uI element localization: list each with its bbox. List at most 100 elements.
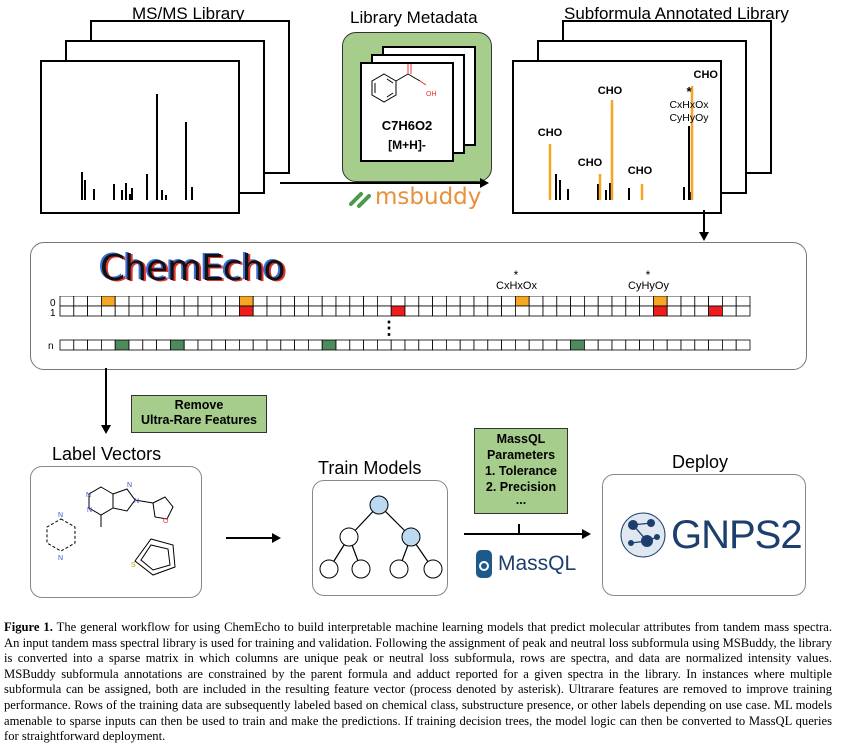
matrix-cell (349, 339, 364, 351)
library-metadata-title: Library Metadata (350, 8, 478, 27)
gnps2-text: GNPS2 (671, 513, 803, 557)
matrix-cell (87, 339, 102, 351)
matrix-cell (404, 305, 420, 317)
matrix-cell (501, 339, 516, 351)
matrix-cell (59, 305, 75, 317)
matrix-cell (597, 296, 613, 307)
matrix-cell (73, 339, 89, 351)
matrix-cell (418, 296, 433, 307)
matrix-cell (473, 296, 489, 307)
matrix-cell (445, 296, 461, 307)
row-label-1: 1 (50, 308, 56, 319)
matrix-cell (514, 339, 530, 351)
matrix-cell (280, 296, 296, 307)
matrix-cell (487, 305, 502, 317)
matrix-cell (156, 305, 171, 317)
massql-param-line5: ... (515, 493, 527, 507)
matrix-cell (597, 305, 613, 317)
svg-text:N: N (58, 512, 63, 519)
matrix-cell (735, 339, 751, 351)
matrix-cell (128, 339, 144, 351)
matrix-cell (376, 296, 392, 307)
massql-icon (476, 550, 492, 578)
matrix-cell (487, 339, 502, 351)
matrix-cell (611, 339, 627, 351)
matrix-cell (114, 296, 130, 307)
matrix-cell (625, 305, 640, 317)
matrix-cell (307, 339, 323, 351)
matrix-cell (211, 305, 227, 317)
matrix-cell (680, 339, 696, 351)
svg-text:N: N (134, 498, 139, 505)
subformula-library-stack: CHO CHO CHO CHO CHO * CxHxOx CyHyOy (512, 20, 772, 214)
svg-text:N: N (58, 555, 63, 562)
matrix-cell (252, 339, 268, 351)
matrix-cell (225, 296, 240, 307)
matrix-cell (156, 296, 171, 307)
matrix-cell (542, 305, 558, 317)
benzoic-acid-structure-icon: OH (371, 64, 437, 103)
matrix-cell (625, 296, 640, 307)
matrix-cell (666, 296, 682, 307)
matrix-cell (142, 305, 158, 317)
matrix-cell (611, 296, 627, 307)
svg-text:N: N (86, 492, 91, 499)
train-models-title: Train Models (318, 458, 422, 478)
matrix-cell (473, 305, 489, 317)
arrow-to-train-models (226, 533, 281, 543)
matrix-cell (335, 296, 351, 307)
arrow-down-to-label-vectors (101, 368, 111, 434)
matrix-cell (708, 339, 723, 351)
metadata-card: OH C7H6O2 [M+H]- (360, 62, 454, 162)
subformula-spectrum-card: CHO CHO CHO CHO CHO * CxHxOx CyHyOy (512, 60, 722, 214)
metadata-adduct: [M+H]- (388, 138, 426, 152)
matrix-cell (376, 339, 392, 351)
remove-line2: Ultra-Rare Features (140, 413, 257, 427)
matrix-cell (514, 305, 530, 317)
matrix-cell (639, 339, 654, 351)
svg-text:O: O (163, 518, 169, 525)
formula-x-label: CxHxOx (669, 99, 709, 111)
matrix-cell (432, 305, 447, 317)
matrix-cell (735, 296, 751, 307)
gnps-network-icon (620, 512, 666, 558)
peak-label-cho-1: CHO (538, 127, 563, 139)
msms-spectrum (81, 94, 193, 200)
subformula-library-title: Subformula Annotated Library (564, 4, 789, 23)
matrix-cell (584, 339, 599, 351)
arrow-to-deploy (464, 524, 591, 539)
matrix-cell (445, 305, 461, 317)
svg-text:N: N (127, 482, 132, 489)
matrix-cell (528, 339, 544, 351)
matrix-cell (87, 305, 102, 317)
massql-logo: MassQL (472, 548, 592, 582)
matrix-cell (528, 296, 544, 307)
matrix-cell (183, 339, 199, 351)
matrix-cell (238, 305, 254, 317)
matrix-cell (87, 296, 102, 307)
matrix-cell (114, 305, 130, 317)
matrix-cell (307, 305, 323, 317)
matrix-cell (197, 305, 213, 317)
matrix-cell (625, 339, 640, 351)
matrix-cell (459, 305, 475, 317)
matrix-cell (225, 339, 240, 351)
matrix-cell (390, 305, 406, 317)
matrix-cell (294, 296, 309, 307)
matrix-cell (735, 305, 751, 317)
matrix-cell (183, 296, 199, 307)
svg-text:N: N (87, 507, 92, 514)
matrix-cell (266, 305, 282, 317)
massql-param-line2: Parameters (486, 448, 556, 462)
matrix-cell (363, 339, 378, 351)
matrix-cell (459, 339, 475, 351)
matrix-cell (570, 339, 585, 351)
msms-spectrum-card (40, 60, 240, 214)
matrix-col-label-y: CyHyOy (628, 280, 669, 292)
matrix-cell (694, 305, 709, 317)
matrix-cell (473, 339, 489, 351)
peak-label-cho-3: CHO (598, 85, 623, 97)
matrix-cell (556, 339, 571, 351)
metadata-formula: C7H6O2 (381, 118, 433, 133)
massql-param-line3: 1. Tolerance (484, 464, 558, 478)
